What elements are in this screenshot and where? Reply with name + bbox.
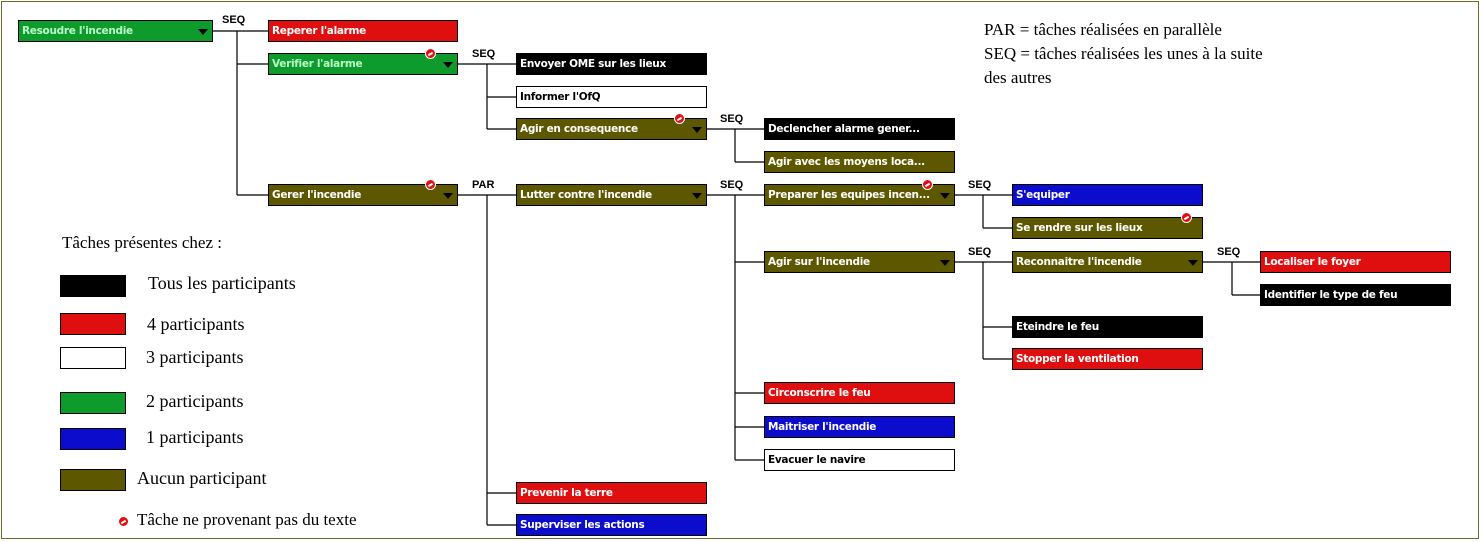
legend-title: Tâches présentes chez : — [62, 233, 222, 252]
legend-label-2: 2 participants — [146, 391, 244, 411]
task-label: Reperer l'alarme — [272, 25, 367, 37]
task-label: Circonscrire le feu — [768, 387, 871, 399]
task-sequiper[interactable]: S'equiper — [1012, 184, 1203, 206]
par-operator: PAR — [472, 179, 495, 191]
task-envoyer-ome[interactable]: Envoyer OME sur les lieux — [516, 53, 707, 75]
task-label: Stopper la ventilation — [1016, 353, 1139, 365]
task-prevenir-la-terre[interactable]: Prevenir la terre — [516, 482, 707, 504]
task-label: Gerer l'incendie — [272, 189, 362, 201]
not-from-text-icon — [674, 113, 685, 124]
expand-arrow-icon[interactable] — [1188, 260, 1198, 266]
expand-arrow-icon[interactable] — [692, 193, 702, 199]
not-from-text-icon — [118, 516, 129, 527]
task-evacuer-le-navire[interactable]: Evacuer le navire — [764, 449, 955, 471]
legend-label-4: 4 participants — [147, 314, 245, 334]
task-circonscrire-le-feu[interactable]: Circonscrire le feu — [764, 382, 955, 404]
seq-operator: SEQ — [222, 14, 246, 26]
task-label: Envoyer OME sur les lieux — [520, 58, 666, 70]
task-preparer-equipes[interactable]: Preparer les equipes incen... — [764, 184, 955, 206]
legend-swatch-white — [60, 347, 126, 369]
expand-arrow-icon[interactable] — [940, 193, 950, 199]
task-label: Agir avec les moyens loca... — [768, 156, 925, 168]
seq-operator: SEQ — [1217, 246, 1241, 258]
seq-note-line2: des autres — [984, 68, 1052, 87]
task-stopper-la-ventilation[interactable]: Stopper la ventilation — [1012, 348, 1203, 370]
task-reperer-lalarme[interactable]: Reperer l'alarme — [268, 20, 458, 42]
not-from-text-icon — [425, 179, 436, 190]
legend-swatch-blue — [60, 428, 126, 450]
legend-label-1: 1 participants — [146, 427, 244, 447]
task-agir-avec-moyens[interactable]: Agir avec les moyens loca... — [764, 151, 955, 173]
legend-swatch-olive — [60, 469, 126, 491]
legend-swatch-green — [60, 392, 126, 414]
task-label: Maitriser l'incendie — [768, 421, 877, 433]
task-declencher-alarme[interactable]: Declencher alarme gener... — [764, 118, 955, 140]
operator-notes: PAR = tâches réalisées en parallèle SEQ … — [984, 18, 1404, 90]
not-from-text-icon — [1181, 212, 1192, 223]
expand-arrow-icon[interactable] — [443, 62, 453, 68]
expand-arrow-icon[interactable] — [443, 193, 453, 199]
task-label: Agir sur l'incendie — [768, 256, 870, 268]
seq-operator: SEQ — [720, 113, 744, 125]
task-superviser-les-actions[interactable]: Superviser les actions — [516, 514, 707, 536]
task-informer-lofq[interactable]: Informer l'OfQ — [516, 86, 707, 108]
task-maitriser-lincendie[interactable]: Maitriser l'incendie — [764, 416, 955, 438]
not-from-text-icon — [922, 179, 933, 190]
task-agir-en-consequence[interactable]: Agir en consequence — [516, 118, 707, 140]
legend-label-all: Tous les participants — [148, 273, 296, 293]
seq-operator: SEQ — [472, 48, 496, 60]
task-label: Identifier le type de feu — [1264, 289, 1398, 301]
task-label: Se rendre sur les lieux — [1016, 222, 1143, 234]
task-gerer-lincendie[interactable]: Gerer l'incendie — [268, 184, 458, 206]
task-localiser-le-foyer[interactable]: Localiser le foyer — [1260, 251, 1451, 273]
task-label: S'equiper — [1016, 189, 1070, 201]
legend-label-none: Aucun participant — [137, 468, 267, 488]
task-label: Superviser les actions — [520, 519, 645, 531]
task-label: Agir en consequence — [520, 123, 638, 135]
task-label: Informer l'OfQ — [520, 91, 601, 103]
task-label: Reconnaitre l'incendie — [1016, 256, 1142, 268]
task-se-rendre-sur-les-lieux[interactable]: Se rendre sur les lieux — [1012, 217, 1203, 239]
task-label: Resoudre l'incendie — [22, 25, 133, 37]
not-from-text-icon — [425, 48, 436, 59]
task-eteindre-le-feu[interactable]: Eteindre le feu — [1012, 316, 1203, 338]
task-label: Evacuer le navire — [768, 454, 866, 466]
task-label: Verifier l'alarme — [272, 58, 363, 70]
task-identifier-type-de-feu[interactable]: Identifier le type de feu — [1260, 284, 1451, 306]
legend-label-not-from-text: Tâche ne provenant pas du texte — [137, 510, 357, 529]
expand-arrow-icon[interactable] — [198, 29, 208, 35]
seq-operator: SEQ — [720, 179, 744, 191]
legend-label-3: 3 participants — [146, 347, 244, 367]
task-verifier-lalarme[interactable]: Verifier l'alarme — [268, 53, 458, 75]
expand-arrow-icon[interactable] — [692, 127, 702, 133]
task-label: Localiser le foyer — [1264, 256, 1361, 268]
seq-operator: SEQ — [968, 246, 992, 258]
task-label: Declencher alarme gener... — [768, 123, 920, 135]
seq-operator: SEQ — [968, 179, 992, 191]
task-label: Lutter contre l'incendie — [520, 189, 652, 201]
expand-arrow-icon[interactable] — [940, 260, 950, 266]
seq-note-line1: SEQ = tâches réalisées les unes à la sui… — [984, 44, 1263, 63]
legend-swatch-red — [60, 313, 126, 335]
task-label: Preparer les equipes incen... — [768, 189, 930, 201]
task-resoudre-lincendie[interactable]: Resoudre l'incendie — [18, 20, 213, 42]
task-label: Eteindre le feu — [1016, 321, 1099, 333]
task-label: Prevenir la terre — [520, 487, 613, 499]
par-note: PAR = tâches réalisées en parallèle — [984, 20, 1222, 39]
task-lutter-contre-lincendie[interactable]: Lutter contre l'incendie — [516, 184, 707, 206]
legend-swatch-black — [60, 275, 126, 297]
task-agir-sur-lincendie[interactable]: Agir sur l'incendie — [764, 251, 955, 273]
task-reconnaitre-lincendie[interactable]: Reconnaitre l'incendie — [1012, 251, 1203, 273]
